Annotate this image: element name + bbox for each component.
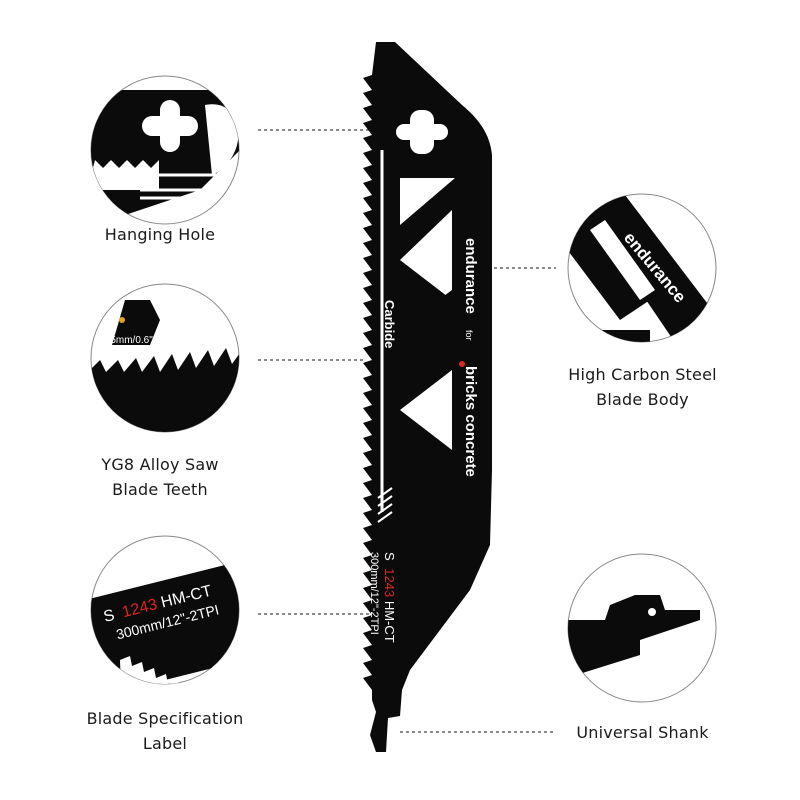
label-spec: Blade Specification Label (86, 709, 244, 753)
blade-tooth-type-text: Carbide (382, 300, 397, 348)
callout-body: endurance (567, 193, 717, 343)
label-shank: Universal Shank (576, 723, 709, 742)
label-body: High Carbon Steel Blade Body (568, 365, 717, 409)
blade-material-text: bricks concrete (462, 366, 479, 477)
svg-text:S 1243 HM-CT: S 1243 HM-CT (382, 552, 397, 643)
spec-prefix: S (382, 552, 397, 561)
dimension-marker (119, 317, 125, 323)
blade-cutouts (398, 178, 455, 450)
blade-spec-size-text: 300mm/12"-2TPI (368, 552, 380, 635)
blade-accent-dot (459, 361, 465, 367)
teeth-dimension-text: 1.5mm/0.6" (102, 335, 153, 346)
callout-spec-label: S 1243 HM-CT 300mm/12"-2TPI (90, 535, 240, 685)
label-hanging-hole: Hanging Hole (104, 225, 216, 244)
blade-hatch (377, 487, 393, 523)
blade-hanging-hole (396, 110, 448, 154)
callout-shank (567, 553, 717, 703)
leader-lines (258, 129, 556, 733)
spec-number: 1243 (382, 568, 397, 597)
callout-teeth: 1.5mm/0.6" (90, 283, 240, 433)
blade-brand-text: endurance (462, 238, 479, 314)
blade-spec-code: S 1243 HM-CT (382, 552, 397, 643)
spec-suffix: HM-CT (382, 601, 397, 643)
label-teeth: YG8 Alloy Saw Blade Teeth (101, 455, 219, 499)
blade-for-text: for (464, 330, 474, 341)
saw-blade: endurance for bricks concrete Carbide S … (363, 42, 492, 752)
callout-hanging-hole (90, 75, 240, 225)
